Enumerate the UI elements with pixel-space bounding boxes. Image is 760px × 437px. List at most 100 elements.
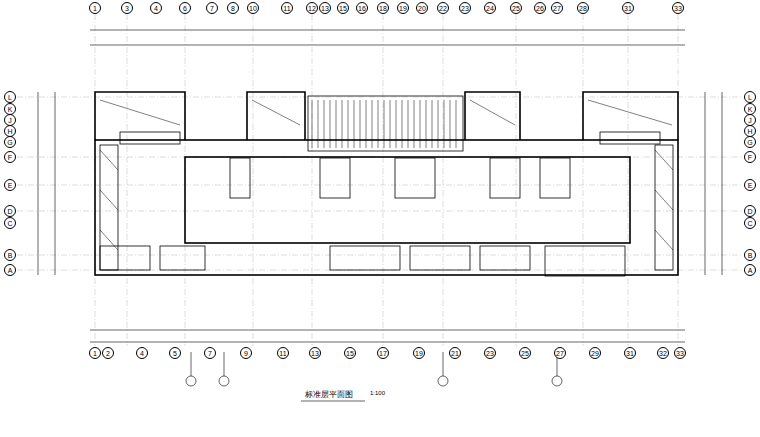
grid-number: 27	[556, 350, 564, 357]
grid-number: K	[748, 106, 753, 113]
grid-number: C	[7, 220, 12, 227]
grid-number: H	[7, 128, 12, 135]
grid-number: B	[8, 252, 13, 259]
grid-number: 1	[93, 350, 97, 357]
grid-bubble: 11	[277, 347, 289, 359]
grid-bubble: B	[744, 249, 756, 261]
grid-bubble: 15	[337, 2, 349, 14]
grid-bubble: 11	[281, 2, 293, 14]
grid-bubble: 15	[344, 347, 356, 359]
grid-bubble: 1	[89, 2, 101, 14]
grid-bubble: 10	[247, 2, 259, 14]
grid-bubble: 9	[240, 347, 252, 359]
grid-bubble: G	[744, 136, 756, 148]
grid-number: 7	[210, 5, 214, 12]
grid-number: 31	[624, 5, 632, 12]
grid-bubble: 5	[169, 347, 181, 359]
grid-number: F	[748, 154, 752, 161]
grid-bubble: G	[4, 136, 16, 148]
grid-number: 17	[379, 350, 387, 357]
grid-bubble: 4	[150, 2, 162, 14]
grid-bubble: 25	[519, 347, 531, 359]
grid-bubble: 31	[624, 347, 636, 359]
grid-number: 15	[346, 350, 354, 357]
grid-number: 28	[579, 5, 587, 12]
grid-bubble: A	[744, 264, 756, 276]
grid-bubble: 21	[449, 347, 461, 359]
grid-bubble: 13	[309, 347, 321, 359]
grid-bubble: 33	[672, 2, 684, 14]
grid-bubble: 2	[102, 347, 114, 359]
grid-number: 12	[308, 5, 316, 12]
grid-bubble: 16	[356, 2, 368, 14]
grid-bubble: 26	[534, 2, 546, 14]
grid-number: 8	[231, 5, 235, 12]
scale-label: 1:100	[370, 390, 385, 396]
grid-number: 22	[439, 5, 447, 12]
grid-number: 25	[512, 5, 520, 12]
grid-number: G	[7, 139, 12, 146]
grid-number: L	[748, 94, 752, 101]
grid-number: J	[8, 117, 12, 124]
grid-number: 4	[140, 350, 144, 357]
grid-number: 23	[486, 350, 494, 357]
grid-bubble: E	[744, 179, 756, 191]
grid-number: 27	[553, 5, 561, 12]
grid-bubble: 27	[551, 2, 563, 14]
grid-number: 7	[208, 350, 212, 357]
grid-bubble: 8	[227, 2, 239, 14]
grid-bubble: 17	[377, 347, 389, 359]
grid-number: C	[747, 220, 752, 227]
grid-number: L	[8, 94, 12, 101]
grid-number: E	[748, 182, 753, 189]
grid-bubble: 1	[89, 347, 101, 359]
grid-bubble: 27	[554, 347, 566, 359]
grid-bubble: 7	[206, 2, 218, 14]
grid-number: 16	[358, 5, 366, 12]
grid-bubble: D	[4, 205, 16, 217]
grid-bubble: C	[744, 217, 756, 229]
grid-bubble: C	[4, 217, 16, 229]
grid-number: 6	[183, 5, 187, 12]
grid-number: J	[748, 117, 752, 124]
grid-number: 25	[521, 350, 529, 357]
grid-bubble: 18	[377, 2, 389, 14]
grid-number: 19	[399, 5, 407, 12]
grid-number: 13	[321, 5, 329, 12]
grid-number: 32	[659, 350, 667, 357]
grid-bubble: 3	[121, 2, 133, 14]
grid-bubble: 22	[437, 2, 449, 14]
grid-number: 31	[626, 350, 634, 357]
grid-bubble: E	[4, 179, 16, 191]
grid-number: 15	[339, 5, 347, 12]
grid-number: 4	[154, 5, 158, 12]
grid-bubble: 13	[319, 2, 331, 14]
grid-number: 33	[676, 350, 684, 357]
grid-number: 33	[674, 5, 682, 12]
grid-bubble: 4	[136, 347, 148, 359]
grid-number: 5	[173, 350, 177, 357]
grid-bubble: L	[4, 91, 16, 103]
grid-number: 2	[106, 350, 110, 357]
drawing-title: 标准层平面图	[305, 389, 353, 400]
grid-bubble: 24	[484, 2, 496, 14]
grid-number: 11	[283, 5, 290, 12]
grid-bubble: 7	[204, 347, 216, 359]
grid-number: 18	[379, 5, 387, 12]
grid-number: A	[8, 267, 13, 274]
grid-number: B	[748, 252, 753, 259]
grid-number: 29	[591, 350, 599, 357]
grid-bubble: 31	[622, 2, 634, 14]
grid-number: H	[747, 128, 752, 135]
grid-number: 13	[311, 350, 319, 357]
grid-number: D	[7, 208, 12, 215]
grid-number: G	[747, 139, 752, 146]
grid-bubble: 20	[416, 2, 428, 14]
grid-bubble: F	[744, 151, 756, 163]
grid-number: 11	[279, 350, 286, 357]
grid-number: E	[8, 182, 13, 189]
grid-bubble: 6	[179, 2, 191, 14]
grid-bubble: 19	[413, 347, 425, 359]
